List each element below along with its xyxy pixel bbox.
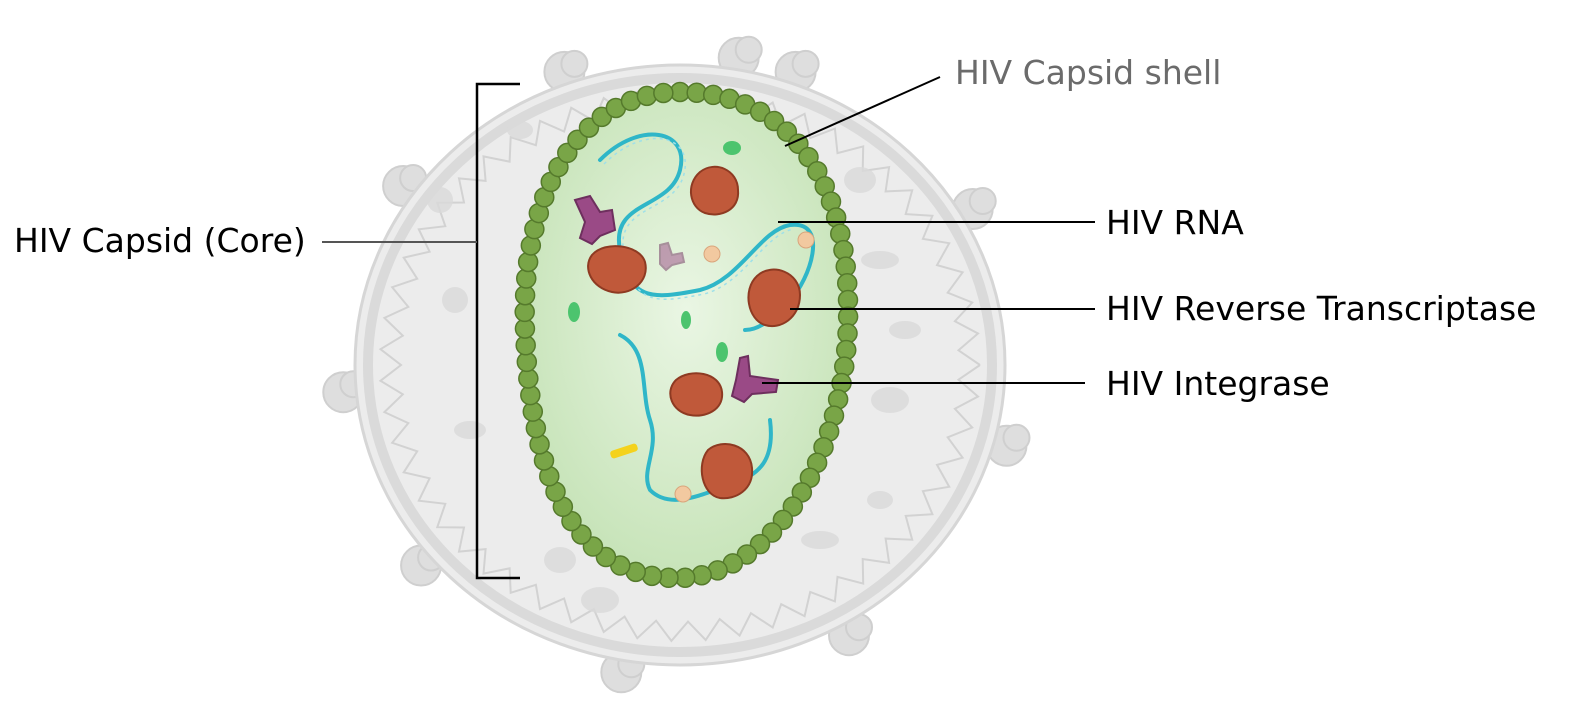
small-protein — [716, 342, 728, 362]
small-protein — [568, 302, 580, 322]
small-protein — [723, 141, 741, 155]
envelope-spike-lobe — [970, 188, 996, 214]
reverse-transcriptase — [588, 246, 646, 293]
rna-label: HIV RNA — [1106, 203, 1244, 243]
capsid-shell-label: HIV Capsid shell — [955, 53, 1221, 93]
faded-protein — [507, 121, 533, 139]
faded-protein — [454, 421, 486, 439]
faded-protein — [889, 321, 921, 339]
faded-protein — [581, 587, 619, 613]
faded-protein — [427, 187, 453, 213]
envelope-spike-lobe — [736, 37, 762, 63]
envelope-spike-lobe — [1003, 425, 1029, 451]
capsid-core-label: HIV Capsid (Core) — [14, 221, 306, 261]
faded-protein — [867, 491, 893, 509]
faded-protein — [442, 287, 468, 313]
faded-protein — [801, 531, 839, 549]
faded-protein — [871, 387, 909, 413]
reverse-transcriptase — [748, 270, 800, 327]
reverse-transcriptase — [691, 167, 738, 215]
faded-protein — [861, 251, 899, 269]
envelope-spike-lobe — [793, 51, 819, 77]
integrase-label: HIV Integrase — [1106, 364, 1330, 404]
capsid-protein — [654, 83, 673, 102]
peach-protein — [798, 232, 814, 248]
faded-protein — [544, 547, 576, 573]
peach-protein — [675, 486, 691, 502]
reverse-transcriptase — [702, 444, 752, 498]
reverse-transcriptase — [670, 373, 722, 415]
small-protein — [681, 311, 691, 329]
reverse-transcriptase-label: HIV Reverse Transcriptase — [1106, 289, 1536, 329]
peach-protein — [704, 246, 720, 262]
envelope-spike-lobe — [561, 51, 587, 77]
faded-protein — [844, 167, 876, 193]
